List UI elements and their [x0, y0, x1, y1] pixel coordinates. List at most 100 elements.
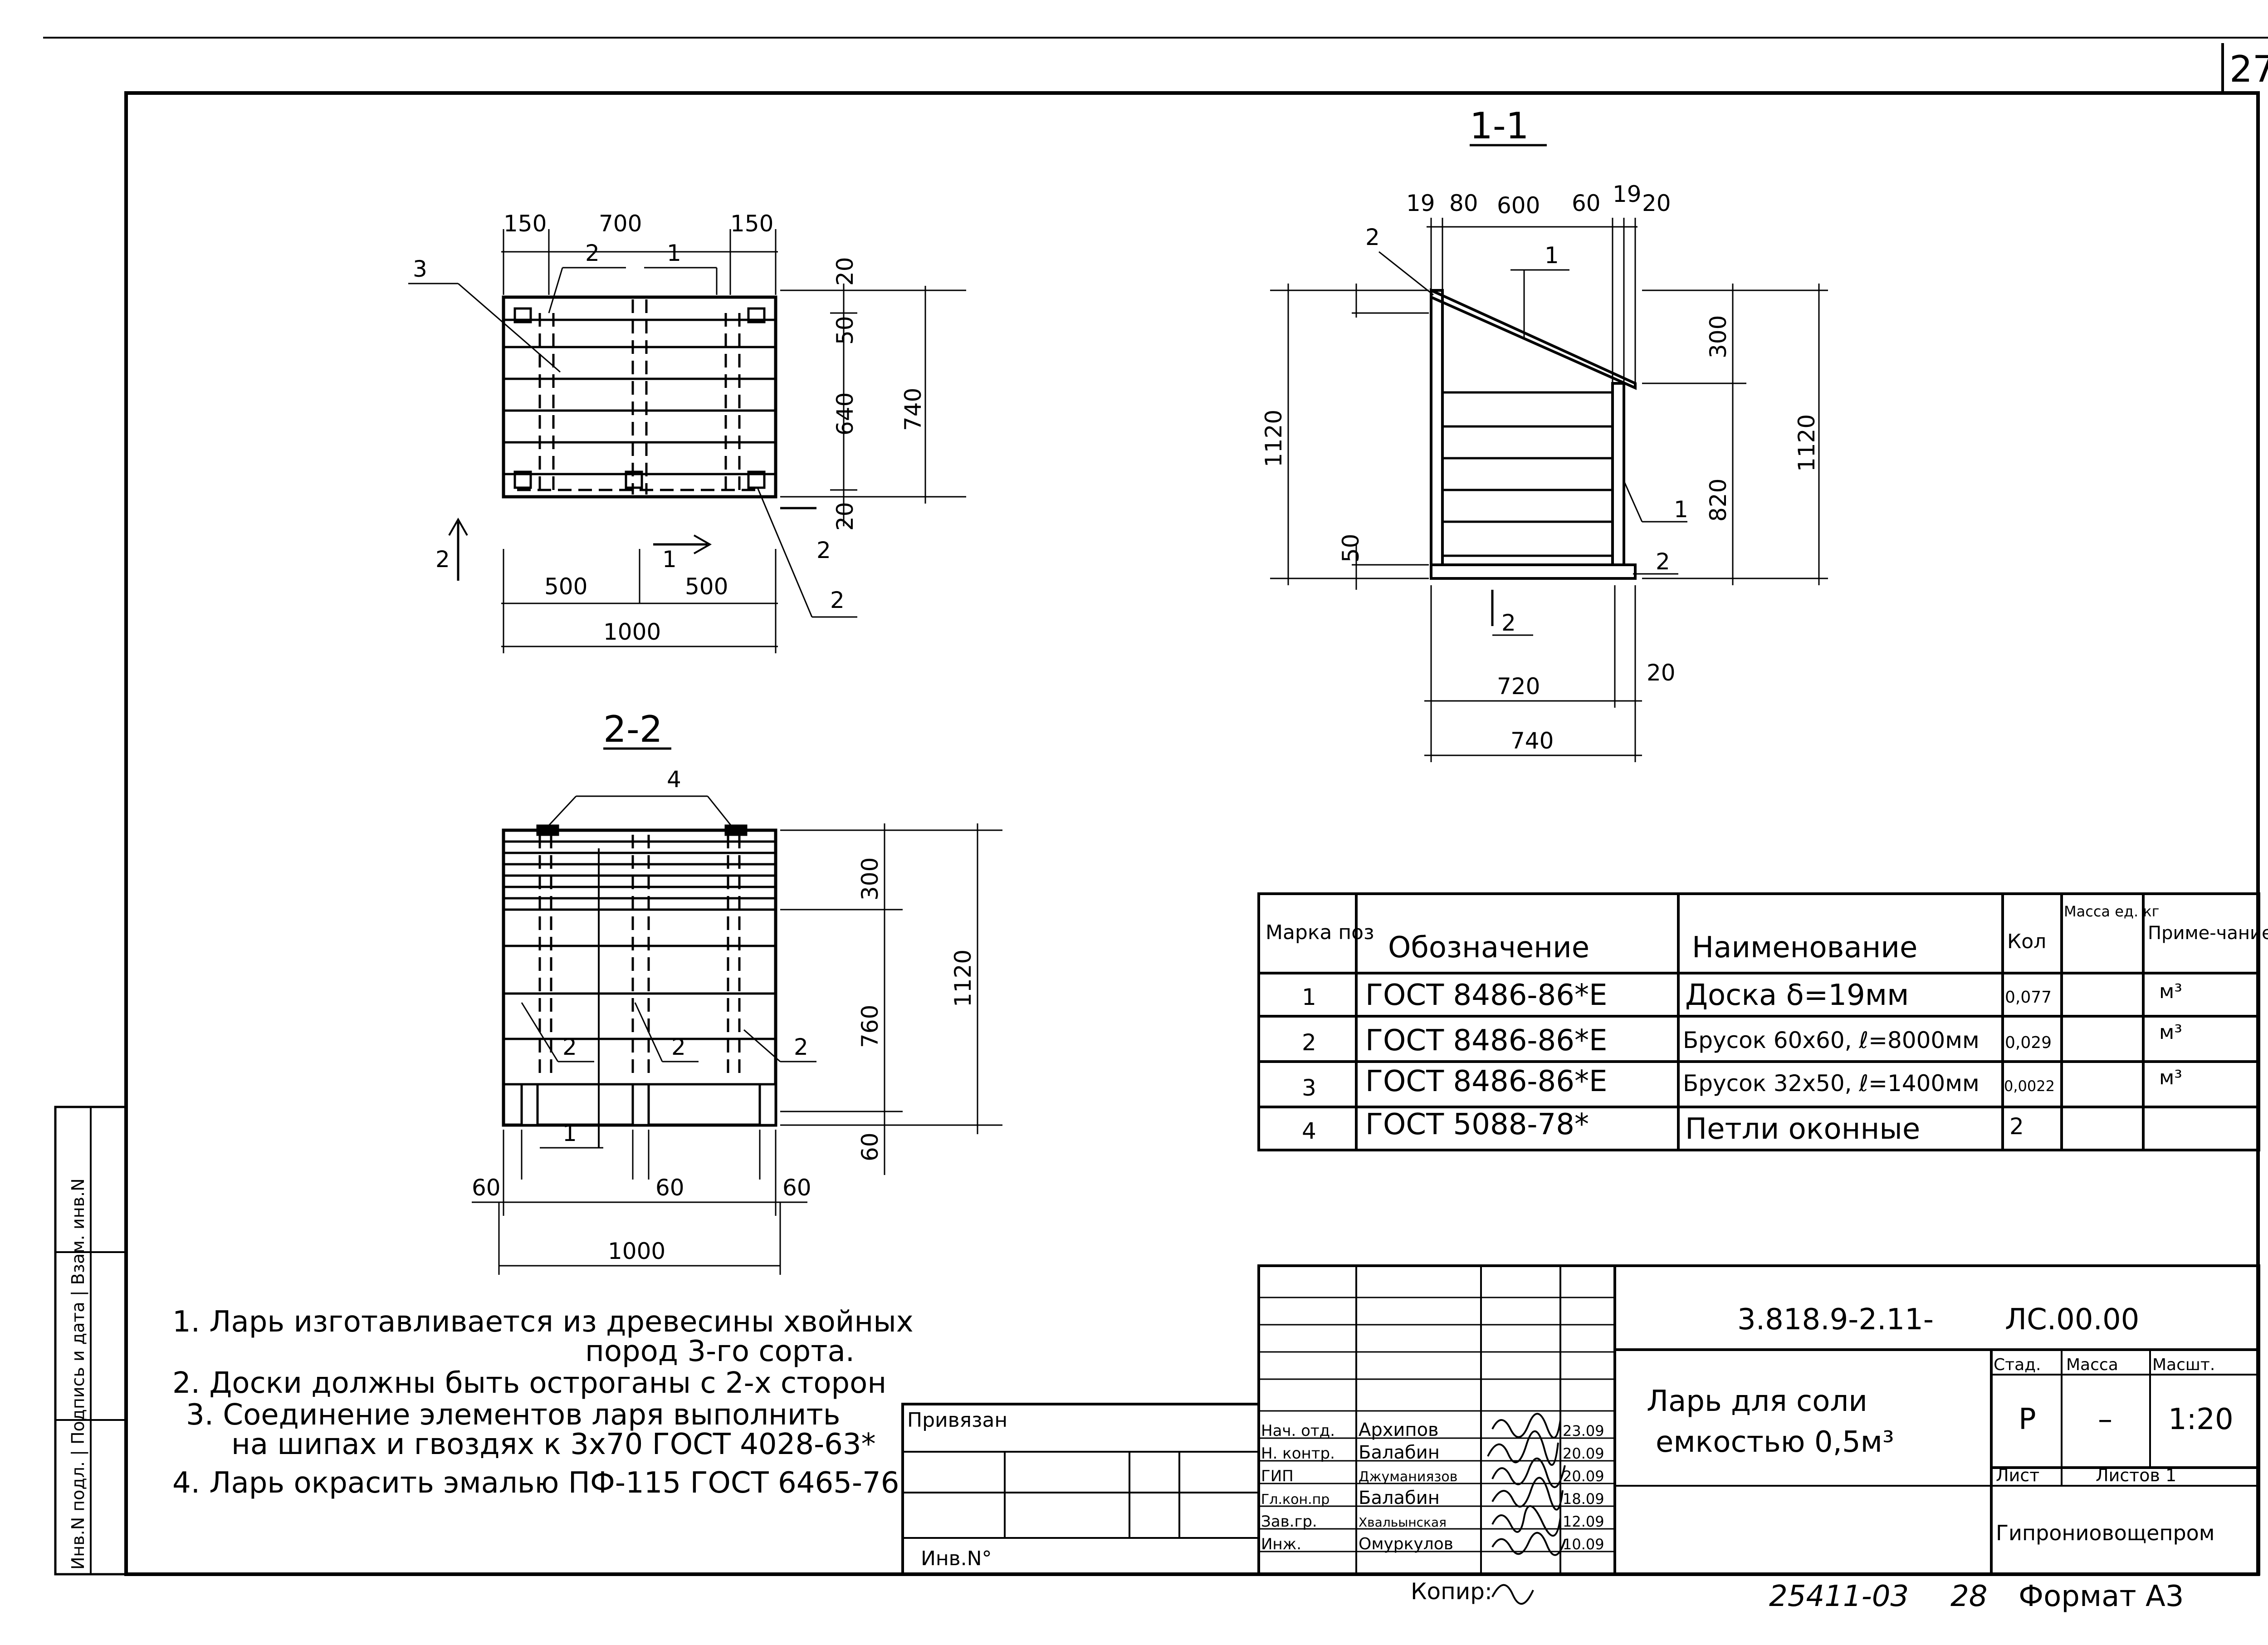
s22-dim-1120: 1120 — [950, 950, 976, 1007]
plan-label-2b: 2 — [435, 546, 450, 573]
s22-dim-60a: 60 — [472, 1175, 501, 1201]
spec-row3-note: м³ — [2159, 1066, 2182, 1089]
s22-label-2a: 2 — [562, 1034, 577, 1060]
s11-dim-50: 50 — [1338, 534, 1364, 563]
mass-label: Масса — [2066, 1356, 2118, 1374]
s11-label-2b: 2 — [1656, 548, 1670, 575]
s11-label-1b: 1 — [1674, 496, 1688, 523]
sheet-label: Лист — [1996, 1465, 2039, 1485]
note-3a: 3. Соединение элементов ларя выполнить — [186, 1398, 840, 1432]
s11-dim-300: 300 — [1705, 315, 1731, 358]
s11-dim-1120r: 1120 — [1794, 414, 1820, 472]
org-name: Гипрониовощепром — [1996, 1521, 2214, 1545]
note-1b: пород 3-го сорта. — [585, 1335, 855, 1368]
signer-role-2: Н. контр. — [1261, 1444, 1335, 1463]
signer-name-3: Джуманиязов — [1359, 1469, 1457, 1485]
copy-label: Копир: — [1411, 1578, 1492, 1605]
signer-date-2: 20.09 — [1563, 1445, 1604, 1462]
spec-row2-mark: 2 — [1302, 1029, 1316, 1056]
s11-label-1: 1 — [1545, 242, 1559, 269]
spec-row3-qty: 0,0022 — [2004, 1077, 2055, 1095]
plan-view-labels: 150 700 150 500 500 1000 20 50 640 20 74… — [413, 211, 926, 645]
spec-row4-designation: ГОСТ 5088-78* — [1365, 1108, 1589, 1141]
sheets-label: Листов 1 — [2096, 1465, 2176, 1485]
plan-dim-20t: 20 — [832, 257, 858, 286]
plan-label-1b: 1 — [662, 546, 677, 573]
section-1-1-title: 1-1 — [1470, 105, 1529, 147]
spec-row4-mark: 4 — [1302, 1118, 1316, 1144]
s11-dim-1120l: 1120 — [1261, 410, 1287, 467]
spec-row3-designation: ГОСТ 8486-86*Е — [1365, 1065, 1607, 1098]
inv-label: Инв.N° — [921, 1547, 992, 1570]
note-2: 2. Доски должны быть остроганы с 2-х сто… — [172, 1366, 886, 1400]
spec-table-grid — [1257, 892, 2260, 1151]
s11-dim-60: 60 — [1572, 190, 1601, 216]
sheet-format: Формат А3 — [2019, 1580, 2184, 1613]
sheet-title-2: емкостью 0,5м³ — [1656, 1425, 1894, 1459]
note-1a: 1. Ларь изготавливается из древесины хво… — [172, 1305, 914, 1339]
signer-name-5: Хвальынская — [1359, 1515, 1447, 1530]
s11-dim-20b: 20 — [1647, 660, 1676, 686]
plan-dim-1000: 1000 — [603, 619, 661, 645]
spec-row1-note: м³ — [2159, 980, 2182, 1003]
signer-role-1: Нач. отд. — [1261, 1422, 1335, 1440]
signer-name-6: Омуркулов — [1359, 1535, 1453, 1553]
sheet-doc: ЛС.00.00 — [2005, 1303, 2139, 1337]
note-4: 4. Ларь окрасить эмалью ПФ-115 ГОСТ 6465… — [172, 1466, 899, 1500]
page-number: 28 — [1950, 1580, 1987, 1613]
plan-label-2d: 2 — [830, 587, 845, 613]
section-2-2-labels: 2-2 300 760 60 1120 60 60 60 1000 4 2 2 … — [472, 708, 976, 1264]
plan-label-2c: 2 — [816, 537, 831, 563]
s22-label-4: 4 — [667, 766, 681, 793]
signer-role-6: Инж. — [1261, 1535, 1301, 1553]
spec-row3-name: Брусок 32х50, ℓ=1400мм — [1683, 1070, 1980, 1097]
s22-dim-1000: 1000 — [608, 1238, 665, 1264]
spec-row1-designation: ГОСТ 8486-86*Е — [1365, 979, 1607, 1012]
spec-header-mark: Марка поз — [1266, 921, 1374, 944]
side-stamp: Инв.N подл. | Подпись и дата | Взам. инв… — [68, 1179, 88, 1570]
signer-name-1: Архипов — [1359, 1420, 1439, 1440]
plan-dim-640: 640 — [832, 392, 858, 436]
s22-label-1: 1 — [562, 1120, 577, 1146]
signer-role-5: Зав.гр. — [1261, 1513, 1317, 1531]
s22-label-2c: 2 — [794, 1034, 808, 1060]
spec-row1-mark: 1 — [1302, 984, 1316, 1010]
spec-row2-name: Брусок 60х60, ℓ=8000мм — [1683, 1027, 1980, 1053]
spec-row2-qty: 0,029 — [2005, 1033, 2052, 1052]
s22-dim-760: 760 — [857, 1005, 883, 1048]
section-2-2-title: 2-2 — [603, 708, 663, 750]
spec-row1-name: Доска δ=19мм — [1685, 979, 1909, 1012]
s11-dim-19a: 19 — [1406, 190, 1435, 216]
s22-dim-60c: 60 — [782, 1175, 811, 1201]
signer-date-3: 20.09 — [1563, 1468, 1604, 1485]
s11-label-2: 2 — [1365, 224, 1380, 250]
mass-value: – — [2098, 1403, 2112, 1436]
spec-row3-mark: 3 — [1302, 1075, 1316, 1101]
spec-table-text: Марка поз Обозначение Наименование Кол М… — [1266, 903, 2268, 1146]
scale-label: Масшт. — [2152, 1356, 2215, 1374]
spec-header-designation: Обозначение — [1388, 931, 1589, 964]
plan-dim-150b: 150 — [730, 211, 773, 237]
spec-header-note: Приме-чание — [2148, 923, 2268, 944]
signer-date-5: 12.09 — [1563, 1513, 1604, 1530]
signer-role-4: Гл.кон.пр — [1261, 1492, 1330, 1508]
spec-row2-designation: ГОСТ 8486-86*Е — [1365, 1024, 1607, 1058]
stage-label: Стад. — [1994, 1356, 2041, 1374]
spec-header-qty: Кол — [2007, 930, 2046, 953]
s11-dim-80: 80 — [1449, 190, 1478, 216]
title-block-grid — [901, 1264, 2260, 1576]
spec-header-mass: Масса ед. кг — [2064, 903, 2159, 920]
plan-dim-740: 740 — [900, 388, 926, 431]
s22-dim-60v: 60 — [857, 1132, 883, 1161]
s11-dim-20: 20 — [1642, 190, 1671, 216]
s11-dim-820: 820 — [1705, 479, 1731, 522]
sheet-code: 3.818.9-2.11- — [1737, 1303, 1934, 1337]
plan-label-2a: 2 — [585, 240, 600, 266]
s11-dim-740: 740 — [1510, 728, 1554, 754]
spec-row4-name: Петли оконные — [1685, 1112, 1920, 1146]
section-2-2 — [472, 747, 1002, 1275]
bound-label: Привязан — [907, 1409, 1007, 1432]
s11-label-2c: 2 — [1501, 610, 1516, 636]
stage-value: Р — [2019, 1403, 2036, 1436]
